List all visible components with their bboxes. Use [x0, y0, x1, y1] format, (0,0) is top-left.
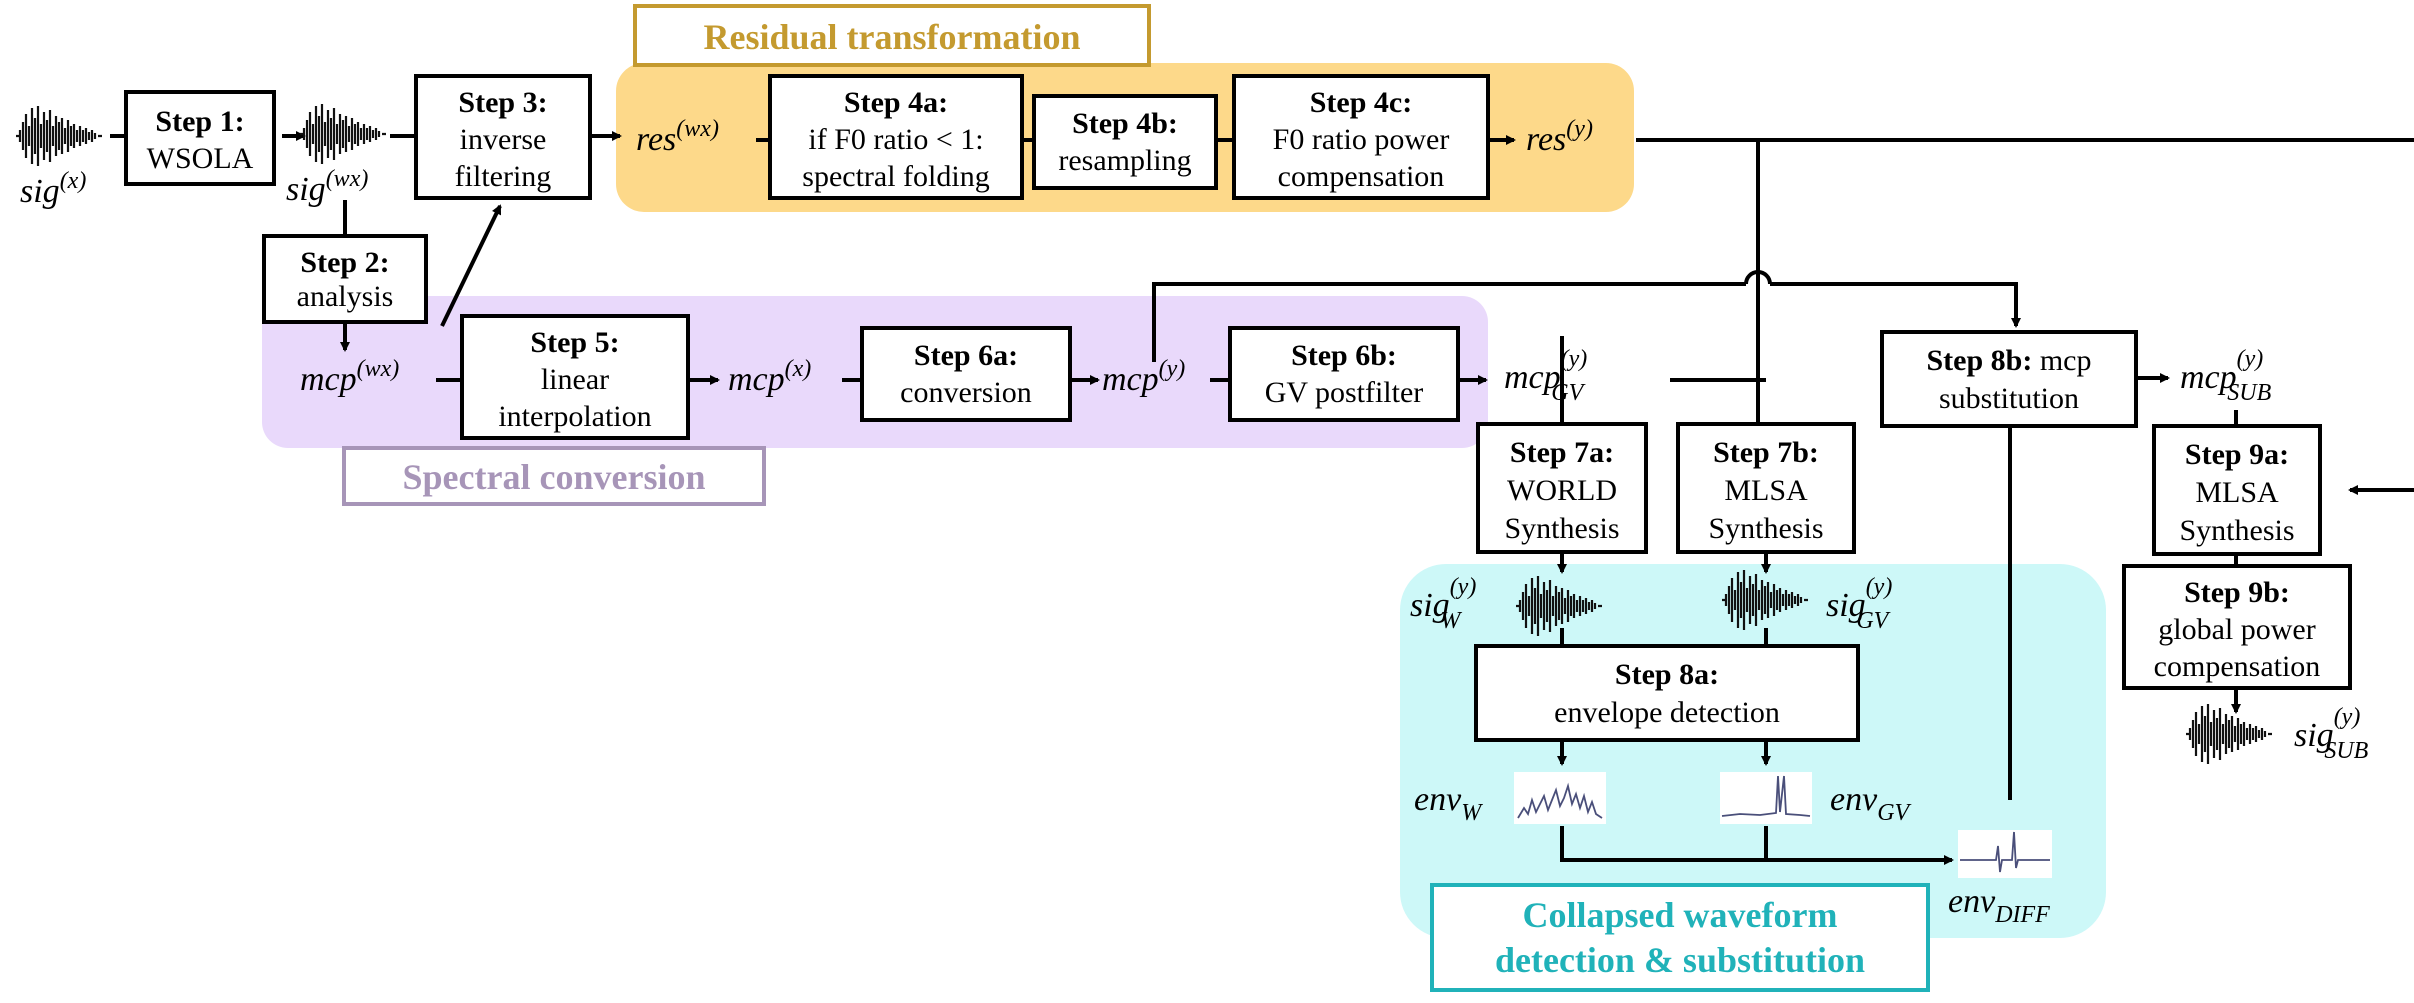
- label-res-wx: res(wx): [636, 116, 719, 158]
- step-7b-title: Step 7b:: [1713, 436, 1819, 469]
- step-6a-box: Step 6a: conversion: [860, 326, 1072, 422]
- step-1-title: Step 1:: [155, 105, 244, 138]
- step-4c-title: Step 4c:: [1310, 86, 1412, 119]
- step-6b-label: GV postfilter: [1265, 376, 1424, 409]
- step-7b-box: Step 7b: MLSA Synthesis: [1676, 422, 1856, 554]
- collapsed-title-box: Collapsed waveform detection & substitut…: [1430, 883, 1930, 992]
- step-7b-line-1: MLSA: [1724, 474, 1808, 507]
- step-2-title: Step 2:: [300, 246, 389, 279]
- step-6a-label: conversion: [900, 376, 1032, 409]
- label-env-gv: envGV: [1830, 781, 1912, 826]
- step-6b-box: Step 6b: GV postfilter: [1228, 326, 1460, 422]
- collapsed-title-2: detection & substitution: [1495, 940, 1865, 980]
- step-9b-line-1: global power: [2158, 613, 2315, 646]
- waveform-icon: [298, 102, 388, 166]
- step-9b-title: Step 9b:: [2184, 576, 2290, 609]
- step-4b-box: Step 4b: resampling: [1032, 94, 1218, 190]
- label-sig-gv: sig(y)GV: [1826, 574, 1892, 634]
- step-2-label: analysis: [297, 280, 394, 313]
- step-8a-box: Step 8a: envelope detection: [1474, 644, 1860, 742]
- step-9a-box: Step 9a: MLSA Synthesis: [2152, 424, 2322, 556]
- waveform-icon: [14, 104, 104, 168]
- step-8b-inline: mcp: [2032, 344, 2091, 377]
- step-8b-label: substitution: [1939, 382, 2079, 415]
- step-9b-line-2: compensation: [2154, 650, 2321, 683]
- step-2-box: Step 2: analysis: [262, 234, 428, 324]
- step-4b-label: resampling: [1058, 144, 1191, 177]
- label-mcp-wx: mcp(wx): [300, 356, 399, 398]
- step-4a-line-2: spectral folding: [802, 160, 989, 193]
- step-7b-line-2: Synthesis: [1708, 512, 1823, 545]
- step-4b-title: Step 4b:: [1072, 107, 1178, 140]
- waveform-icon: [2184, 702, 2274, 766]
- step-5-line-1: linear: [541, 363, 609, 396]
- step-6a-title: Step 6a:: [914, 339, 1018, 372]
- svg-text:Step 8b: mcp: Step 8b: mcp: [1926, 344, 2091, 377]
- step-7a-line-2: Synthesis: [1504, 512, 1619, 545]
- step-5-line-2: interpolation: [498, 400, 651, 433]
- step-4c-box: Step 4c: F0 ratio power compensation: [1232, 74, 1490, 200]
- label-env-diff: envDIFF: [1948, 883, 2050, 928]
- step-9a-title: Step 9a:: [2185, 438, 2289, 471]
- step-4a-title: Step 4a:: [844, 86, 948, 119]
- step-9a-line-2: Synthesis: [2179, 514, 2294, 547]
- envelope-plot-w: [1514, 772, 1606, 824]
- label-env-w: envW: [1414, 781, 1483, 826]
- label-sig-w: sig(y)W: [1410, 574, 1476, 634]
- step-9a-line-1: MLSA: [2195, 476, 2279, 509]
- residual-title-box: Residual transformation: [633, 4, 1151, 67]
- label-mcp-gv: mcp(y)GV: [1504, 346, 1587, 406]
- step-1-box: Step 1: WSOLA: [124, 90, 276, 186]
- step-6b-title: Step 6b:: [1291, 339, 1397, 372]
- label-res-y: res(y): [1526, 116, 1593, 158]
- collapsed-region: [1400, 564, 2106, 938]
- spectral-title: Spectral conversion: [403, 457, 706, 497]
- step-9b-box: Step 9b: global power compensation: [2122, 564, 2352, 690]
- step-8a-label: envelope detection: [1554, 696, 1780, 729]
- step-4c-line-1: F0 ratio power: [1273, 123, 1450, 156]
- step-5-box: Step 5: linear interpolation: [460, 314, 690, 440]
- label-mcp-y: mcp(y): [1102, 356, 1185, 398]
- label-sig-x: sig(x): [20, 168, 86, 210]
- step-7a-title: Step 7a:: [1510, 436, 1614, 469]
- label-mcp-x: mcp(x): [728, 356, 811, 398]
- step-8b-title: Step 8b:: [1926, 344, 2032, 377]
- connectors: [110, 131, 2414, 865]
- spectral-title-box: Spectral conversion: [342, 446, 766, 506]
- envelope-plot-diff: [1958, 830, 2052, 878]
- step-1-label: WSOLA: [147, 142, 254, 175]
- step-8b-box: Step 8b: mcp substitution: [1880, 330, 2138, 428]
- step-3-line-2: filtering: [455, 160, 552, 193]
- step-7a-box: Step 7a: WORLD Synthesis: [1476, 422, 1648, 554]
- step-3-box: Step 3: inverse filtering: [414, 74, 592, 200]
- step-4c-line-2: compensation: [1278, 160, 1445, 193]
- step-5-title: Step 5:: [530, 326, 619, 359]
- step-4a-box: Step 4a: if F0 ratio < 1: spectral foldi…: [768, 74, 1024, 200]
- residual-title: Residual transformation: [704, 17, 1081, 57]
- envelope-plot-gv: [1720, 772, 1812, 824]
- step-4a-line-1: if F0 ratio < 1:: [808, 123, 983, 156]
- step-3-line-1: inverse: [460, 123, 547, 156]
- label-mcp-sub: mcp(y)SUB: [2180, 346, 2272, 406]
- step-7a-line-1: WORLD: [1507, 474, 1617, 507]
- step-3-title: Step 3:: [458, 86, 547, 119]
- collapsed-title-1: Collapsed waveform: [1523, 895, 1838, 935]
- step-8a-title: Step 8a:: [1615, 658, 1719, 691]
- label-sig-sub: sig(y)SUB: [2294, 704, 2369, 764]
- label-sig-wx: sig(wx): [286, 166, 368, 208]
